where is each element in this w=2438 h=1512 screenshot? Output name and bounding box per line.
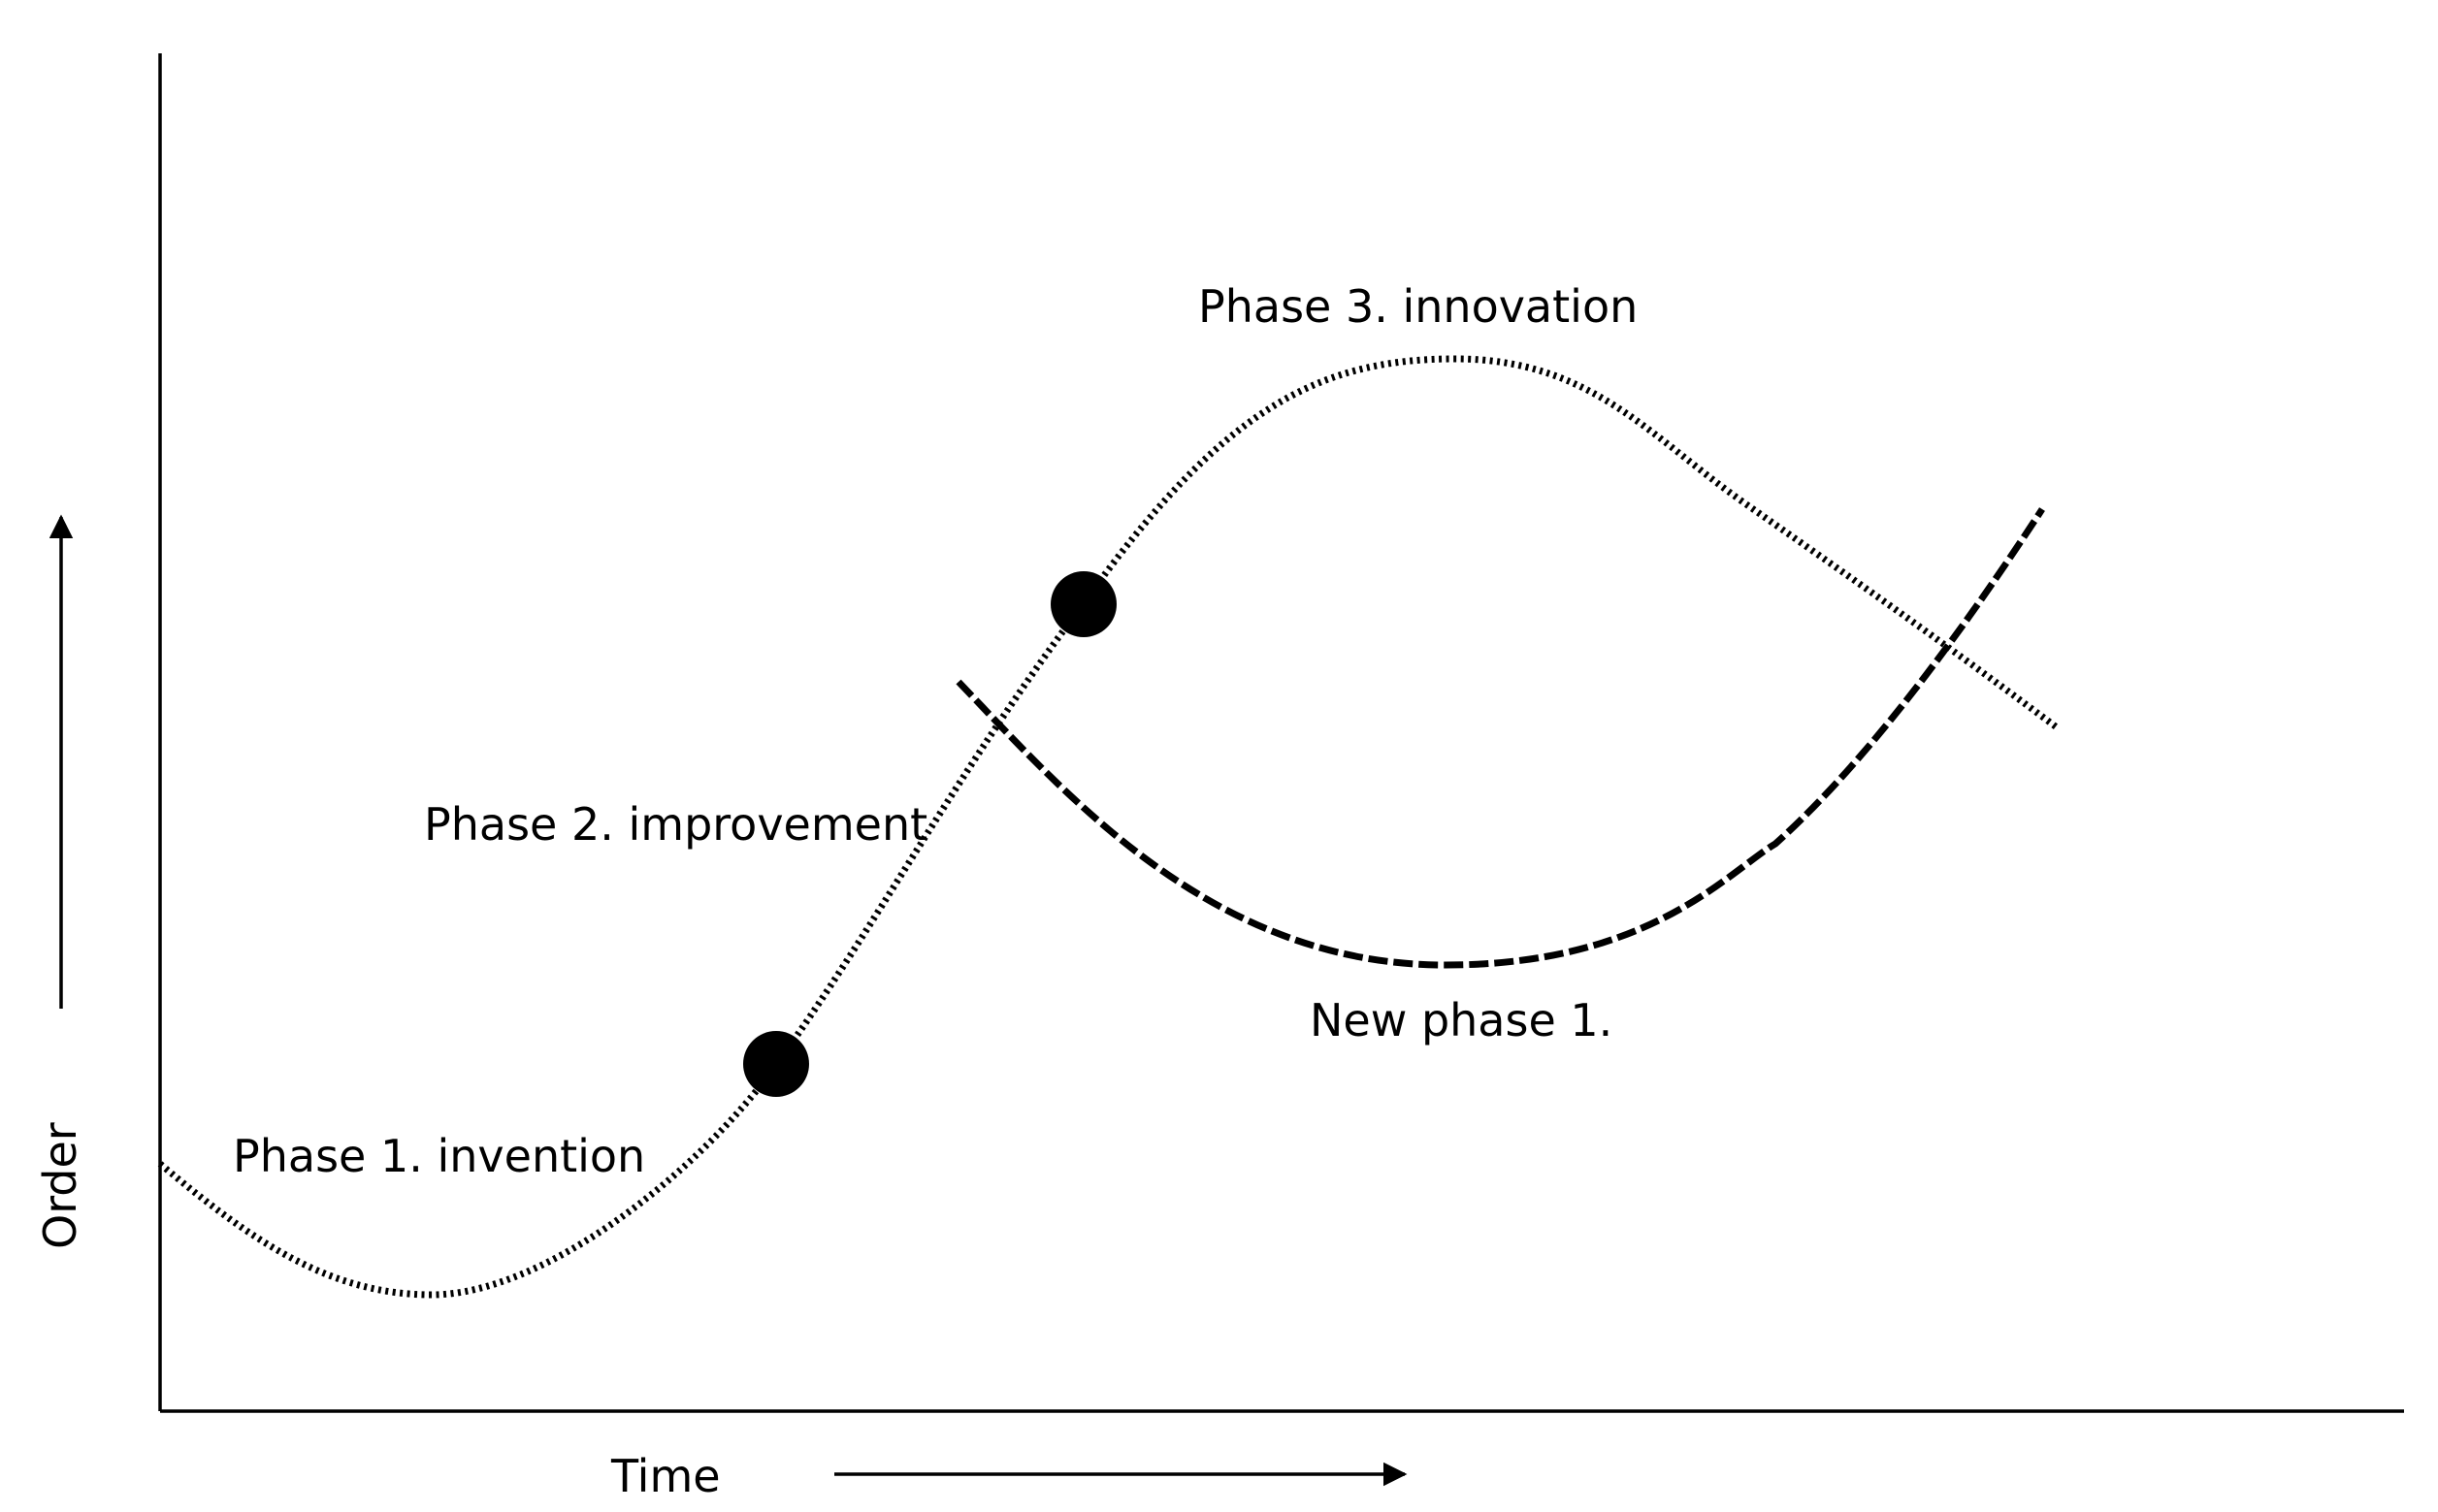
new-phase-curve [956,507,2045,969]
main-s-curve [157,355,2060,1299]
phase-3-label: Phase 3. innovation [1198,280,1638,333]
phase-1-label: Phase 1. invention [233,1130,645,1182]
phase-2-label: Phase 2. improvement [424,798,927,851]
new-phase-1-label: New phase 1. [1310,994,1612,1046]
y-axis-label: Order [34,1122,86,1249]
x-axis-label: Time [610,1450,721,1502]
transition-marker-1 [743,1031,809,1097]
transition-marker-2 [1051,571,1117,637]
